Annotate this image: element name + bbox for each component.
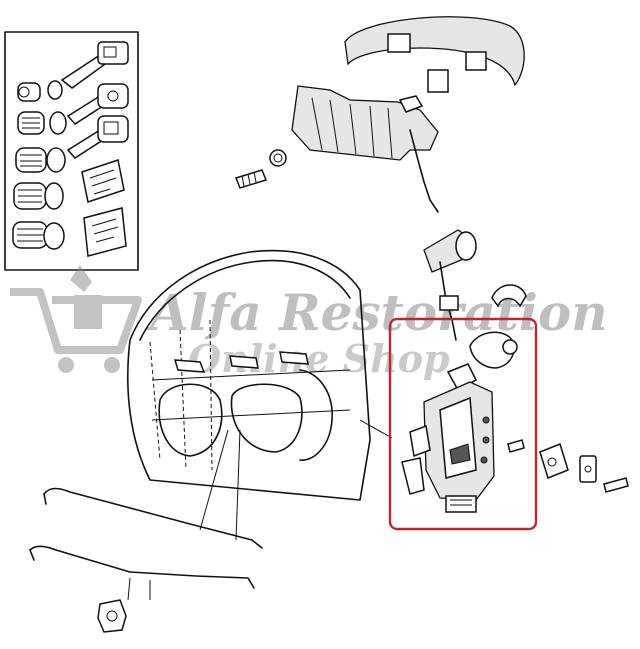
door-handle-cover — [344, 16, 525, 93]
key-set-inset — [4, 31, 139, 271]
door-handle-icon — [235, 85, 439, 213]
highlight-box — [388, 317, 538, 531]
linkage-rods — [29, 487, 263, 633]
lock-barrel — [423, 229, 527, 341]
watermark-line-1: Alfa Restoration — [146, 283, 608, 342]
key-icon — [60, 41, 129, 159]
lock-cylinder-icon — [12, 80, 67, 250]
watermark: Alfa Restoration Online Shop — [10, 265, 608, 381]
striker-parts — [539, 443, 629, 493]
shopping-cart-logo-icon — [10, 265, 142, 373]
key-tag-icon — [81, 159, 127, 257]
door-latch-icon — [401, 331, 525, 513]
watermark-line-2: Online Shop — [188, 336, 450, 381]
door-shell — [126, 249, 393, 541]
